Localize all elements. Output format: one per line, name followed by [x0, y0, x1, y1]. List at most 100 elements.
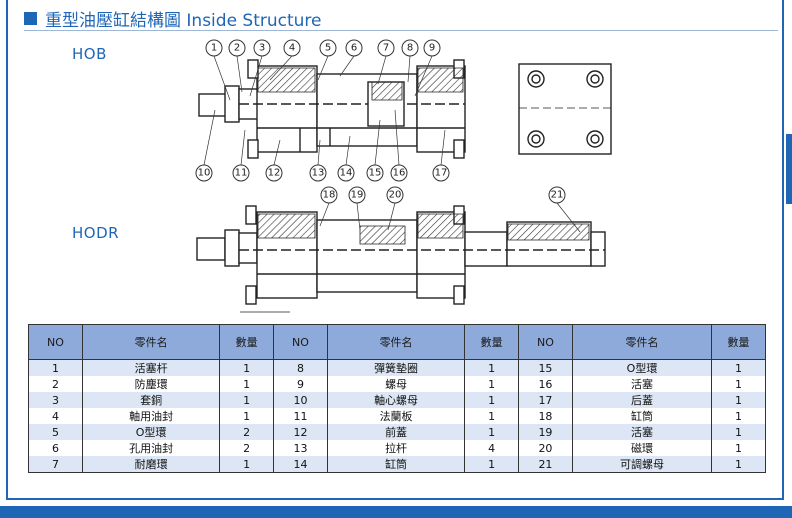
callout-leader-line	[317, 139, 321, 166]
part-name-cell: 螺母	[326, 376, 466, 392]
part-no-cell: 1	[28, 359, 83, 376]
callout-number: 17	[435, 168, 448, 179]
col-header-qty: 數量	[711, 324, 766, 360]
part-name-cell: O型環	[571, 359, 713, 376]
part-qty-cell: 4	[464, 440, 519, 456]
callout-number: 5	[325, 43, 331, 54]
callout-leader-line	[407, 55, 411, 83]
callout-number: 3	[259, 43, 265, 54]
callout-number: 11	[235, 168, 248, 179]
callout-number: 21	[551, 190, 564, 201]
part-qty-cell: 1	[711, 456, 766, 473]
callout-bubble: 1	[205, 39, 223, 57]
part-qty-cell: 1	[711, 359, 766, 376]
callout-leader-line	[394, 109, 400, 166]
part-no-cell: 19	[517, 424, 573, 440]
part-no-cell: 18	[517, 408, 573, 424]
callout-bubble: 6	[345, 39, 363, 57]
callout-number: 6	[351, 43, 357, 54]
callout-bubble: 17	[432, 164, 450, 182]
part-qty-cell: 1	[464, 424, 519, 440]
part-qty-cell: 1	[711, 424, 766, 440]
part-no-cell: 17	[517, 392, 573, 408]
callout-bubble: 16	[390, 164, 408, 182]
part-qty-cell: 1	[711, 408, 766, 424]
callout-leader-line	[414, 55, 433, 97]
bottom-bar	[0, 506, 792, 518]
part-no-cell: 13	[272, 440, 328, 456]
col-header-qty: 數量	[464, 324, 519, 360]
callout-bubble: 5	[319, 39, 337, 57]
model-label-hodr: HODR	[72, 224, 120, 242]
col-header-part-name: 零件名	[571, 324, 713, 360]
callout-leader-line	[377, 55, 387, 85]
callout-number: 10	[198, 168, 211, 179]
callout-number: 19	[351, 190, 364, 201]
callout-leader-line	[240, 129, 246, 166]
hob-end-view	[518, 63, 612, 155]
part-no-cell: 9	[272, 376, 328, 392]
part-no-cell: 20	[517, 440, 573, 456]
part-name-cell: 法蘭板	[326, 408, 466, 424]
part-name-cell: 軸心螺母	[326, 392, 466, 408]
callout-bubble: 11	[232, 164, 250, 182]
col-header-no: NO	[517, 324, 573, 360]
part-name-cell: 可調螺母	[571, 456, 713, 473]
callout-number: 13	[312, 168, 325, 179]
hob-cylinder-drawing	[198, 59, 466, 159]
parts-table-header: NO 零件名 數量 NO 零件名 數量 NO 零件名 數量	[28, 324, 766, 360]
callout-leader-line	[203, 109, 216, 166]
part-qty-cell: 1	[711, 376, 766, 392]
part-qty-cell: 1	[464, 376, 519, 392]
part-no-cell: 5	[28, 424, 83, 440]
callout-number: 8	[407, 43, 413, 54]
callout-number: 4	[289, 43, 295, 54]
part-qty-cell: 1	[219, 392, 274, 408]
callout-leader-line	[269, 55, 293, 81]
callout-leader-line	[236, 55, 243, 93]
part-no-cell: 12	[272, 424, 328, 440]
part-qty-cell: 1	[219, 359, 274, 376]
col-header-qty: 數量	[219, 324, 274, 360]
part-no-cell: 15	[517, 359, 573, 376]
col-header-part-name: 零件名	[326, 324, 466, 360]
part-no-cell: 8	[272, 359, 328, 376]
part-no-cell: 4	[28, 408, 83, 424]
part-no-cell: 11	[272, 408, 328, 424]
part-name-cell: 耐磨環	[81, 456, 221, 473]
section-title: 重型油壓缸結構圖 Inside Structure	[24, 6, 322, 31]
part-qty-cell: 2	[219, 440, 274, 456]
callout-number: 2	[234, 43, 240, 54]
callout-leader-line	[387, 202, 396, 231]
col-header-no: NO	[28, 324, 83, 360]
callout-bubble: 4	[283, 39, 301, 57]
part-name-cell: 磁環	[571, 440, 713, 456]
callout-leader-line	[213, 55, 231, 101]
part-name-cell: 活塞	[571, 376, 713, 392]
callout-number: 7	[383, 43, 389, 54]
part-name-cell: 缸筒	[326, 456, 466, 473]
part-no-cell: 2	[28, 376, 83, 392]
callout-leader-line	[339, 55, 355, 77]
callout-bubble: 8	[401, 39, 419, 57]
title-square-icon	[24, 12, 37, 25]
part-no-cell: 6	[28, 440, 83, 456]
part-no-cell: 10	[272, 392, 328, 408]
callout-leader-line	[249, 55, 263, 97]
callout-leader-line	[345, 135, 351, 166]
callout-bubble: 18	[320, 186, 338, 204]
callout-leader-line	[273, 139, 281, 166]
part-qty-cell: 1	[464, 392, 519, 408]
title-underline	[24, 30, 778, 31]
callout-number: 20	[389, 190, 402, 201]
part-no-cell: 3	[28, 392, 83, 408]
